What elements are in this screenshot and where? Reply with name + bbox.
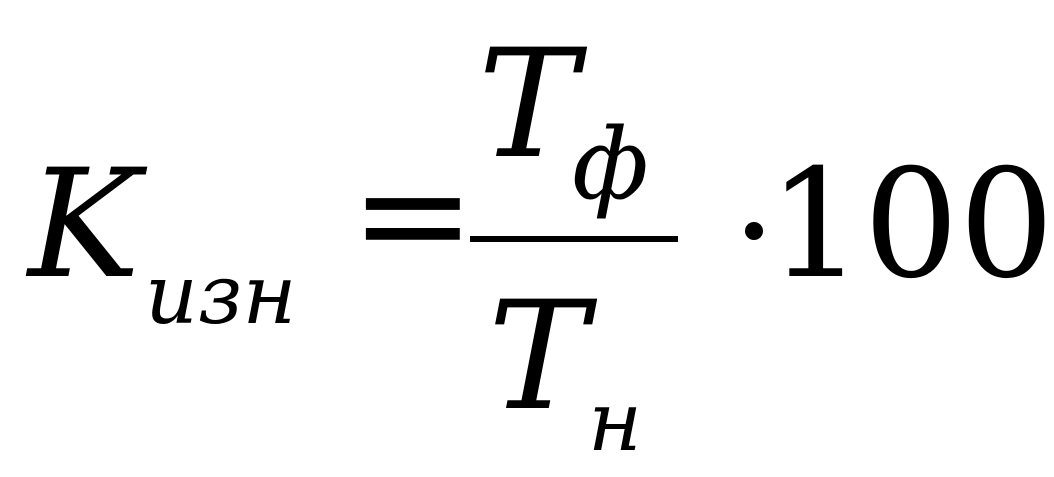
numerator-subscript: ф	[572, 108, 649, 222]
wear-coefficient-formula: K изн = T ф T н 100	[28, 18, 1054, 470]
numerator-symbol: T	[478, 18, 579, 192]
lhs-subscript: изн	[145, 248, 297, 343]
multiplier-constant: 100	[768, 138, 1054, 312]
multiplication-dot	[745, 222, 763, 240]
equals-sign: =	[350, 128, 476, 302]
denominator-symbol: T	[488, 270, 589, 444]
fraction-bar	[470, 236, 678, 242]
denominator-subscript: н	[588, 375, 643, 470]
lhs-symbol: K	[28, 138, 141, 312]
